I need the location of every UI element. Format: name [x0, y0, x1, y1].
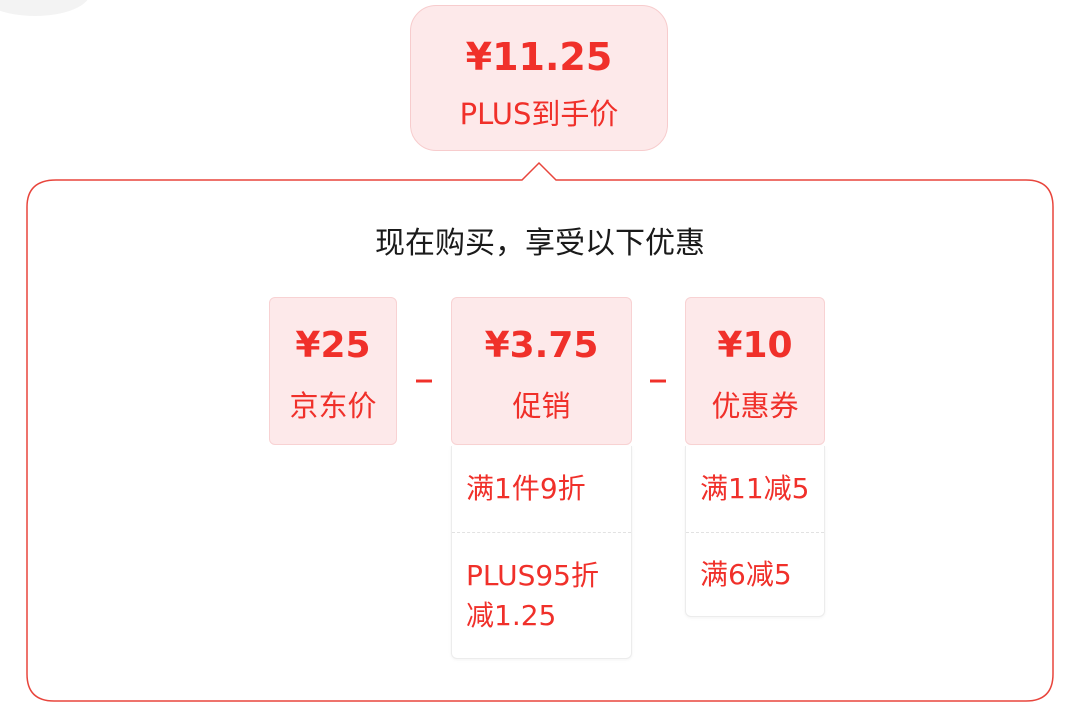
minus-operator: _	[650, 345, 666, 383]
jd-price-label: 京东价	[289, 389, 377, 423]
jd-price-card: ¥25 京东价	[269, 297, 397, 445]
promotion-detail-list: 满1件9折 PLUS95折减1.25	[451, 446, 632, 659]
promotion-label: 促销	[512, 389, 571, 423]
jd-price-value: ¥25	[295, 325, 371, 366]
promotion-detail-item: PLUS95折减1.25	[452, 532, 631, 658]
minus-operator: _	[416, 345, 432, 383]
coupon-value: ¥10	[717, 325, 793, 366]
coupon-detail-item: 满11减5	[700, 472, 810, 505]
coupon-detail-item: 满6减5	[686, 532, 824, 616]
coupon-detail-list: 满11减5 满6减5	[685, 446, 825, 617]
coupon-label: 优惠券	[711, 389, 799, 423]
promotion-value: ¥3.75	[484, 325, 599, 366]
panel-title: 现在购买，享受以下优惠	[375, 226, 705, 261]
promotion-card: ¥3.75 促销	[451, 297, 632, 445]
coupon-card: ¥10 优惠券	[685, 297, 825, 445]
final-price-label: PLUS到手价	[459, 97, 619, 131]
final-price-badge: ¥11.25 PLUS到手价	[410, 5, 668, 151]
final-price-value: ¥11.25	[465, 35, 613, 79]
promotion-detail-item: 满1件9折	[466, 472, 586, 505]
